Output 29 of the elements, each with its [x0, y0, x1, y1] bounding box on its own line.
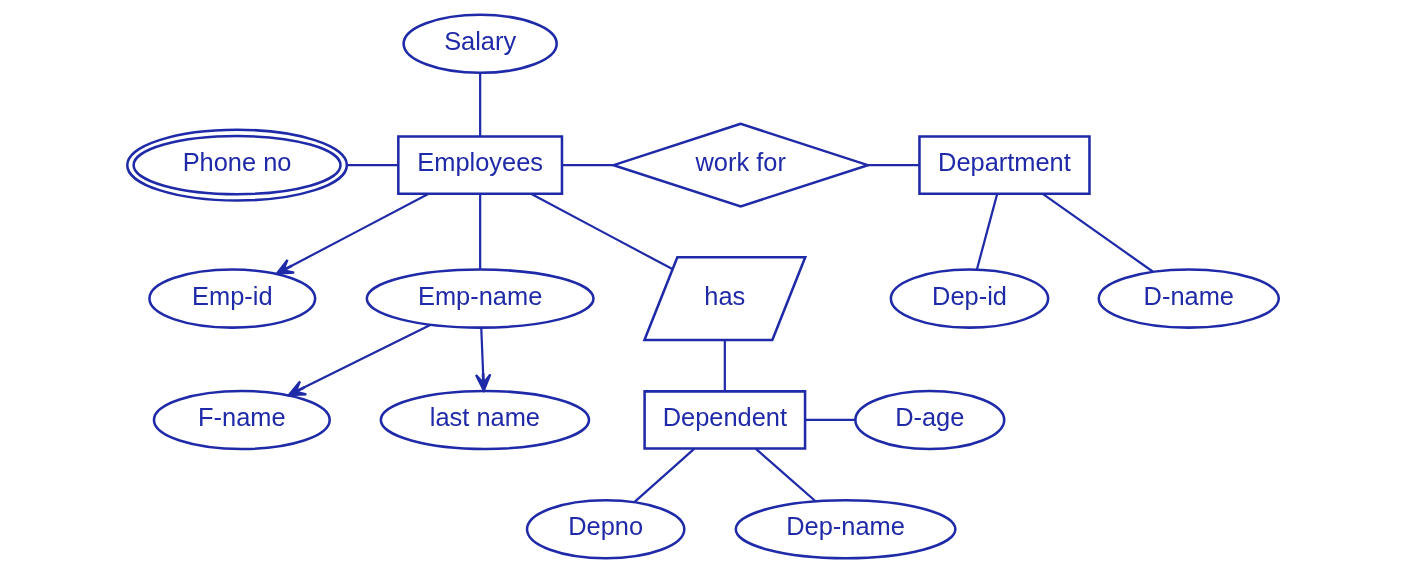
connector	[723, 340, 726, 391]
connector	[479, 194, 482, 269]
connector	[805, 418, 856, 422]
node-box: Dependent	[643, 390, 807, 450]
node-ellipse: Emp-name	[365, 268, 595, 329]
node-ellipse: last name	[379, 389, 591, 451]
arrow	[275, 193, 429, 275]
node-box: Employees	[397, 135, 564, 195]
connector	[755, 448, 816, 502]
node-ellipse: D-age	[854, 389, 1006, 451]
connector	[347, 164, 399, 167]
connector	[633, 448, 695, 503]
connector	[1042, 193, 1154, 273]
node-ellipse: Depno	[525, 498, 686, 560]
connector	[479, 73, 482, 137]
node-ellipse: F-name	[152, 389, 331, 451]
node-ellipse: Phone no	[126, 128, 349, 202]
node-box: Department	[918, 135, 1091, 195]
arrow	[287, 323, 431, 397]
node-ellipse: Emp-id	[148, 268, 317, 329]
arrow	[474, 328, 492, 392]
connector	[562, 164, 614, 167]
connector	[530, 193, 673, 271]
node-ellipse: D-name	[1097, 268, 1281, 329]
node-ellipse: Dep-id	[889, 268, 1050, 329]
connector	[975, 194, 999, 270]
node-ellipse: Dep-name	[734, 498, 957, 560]
connector	[867, 164, 920, 167]
node-ellipse: Salary	[402, 13, 558, 75]
